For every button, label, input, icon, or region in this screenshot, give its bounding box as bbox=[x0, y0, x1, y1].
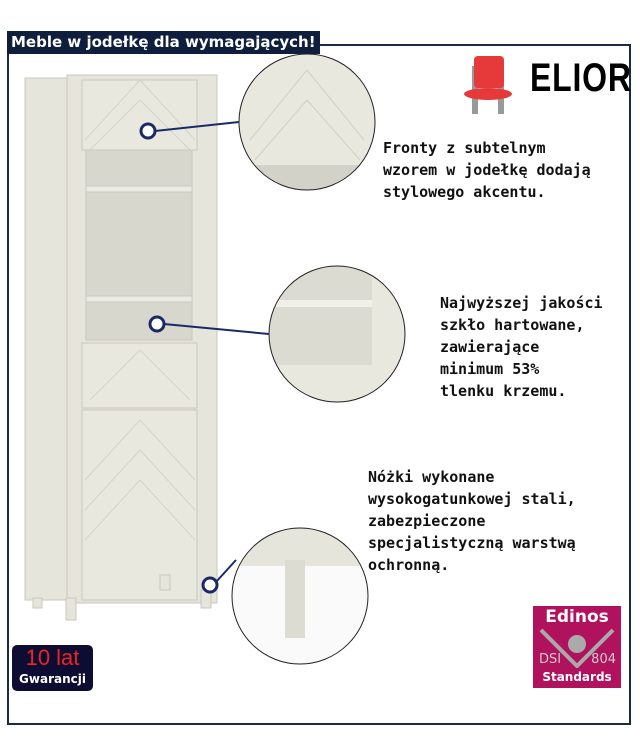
feature-legs-text: Nóżki wykonane wysokogatunkowej stali, z… bbox=[368, 468, 576, 574]
brand-name: ELIOR bbox=[530, 56, 632, 100]
certificate-name: Edinos bbox=[545, 607, 609, 627]
banner-title: Meble w jodełkę dla wymagających! bbox=[7, 31, 320, 54]
warranty-years: 10 lat bbox=[25, 645, 80, 670]
certificate-v-icon bbox=[539, 628, 615, 668]
feature-glass-text: Najwyższej jakości szkło hartowane, zawi… bbox=[440, 294, 603, 400]
warranty-label: Gwarancji bbox=[19, 672, 86, 686]
feature-front-text: Fronty z subtelnym wzorem w jodełkę doda… bbox=[383, 139, 591, 201]
hotspot-glass bbox=[148, 315, 166, 333]
detail-circle-leg bbox=[232, 528, 368, 664]
warranty-badge: 10 lat Gwarancji bbox=[12, 645, 93, 691]
certificate-right: 804 bbox=[591, 652, 616, 667]
certificate-badge: Edinos DSI 804 Standards bbox=[533, 606, 621, 688]
detail-circle-glass bbox=[269, 266, 405, 402]
hotspot-leg bbox=[201, 576, 219, 594]
hotspot-front bbox=[139, 122, 157, 140]
brand-logo: ELIOR bbox=[458, 52, 631, 122]
cabinet bbox=[24, 74, 218, 621]
certificate-left: DSI bbox=[539, 652, 562, 667]
certificate-label: Standards bbox=[542, 670, 612, 684]
chair-icon bbox=[464, 56, 512, 114]
